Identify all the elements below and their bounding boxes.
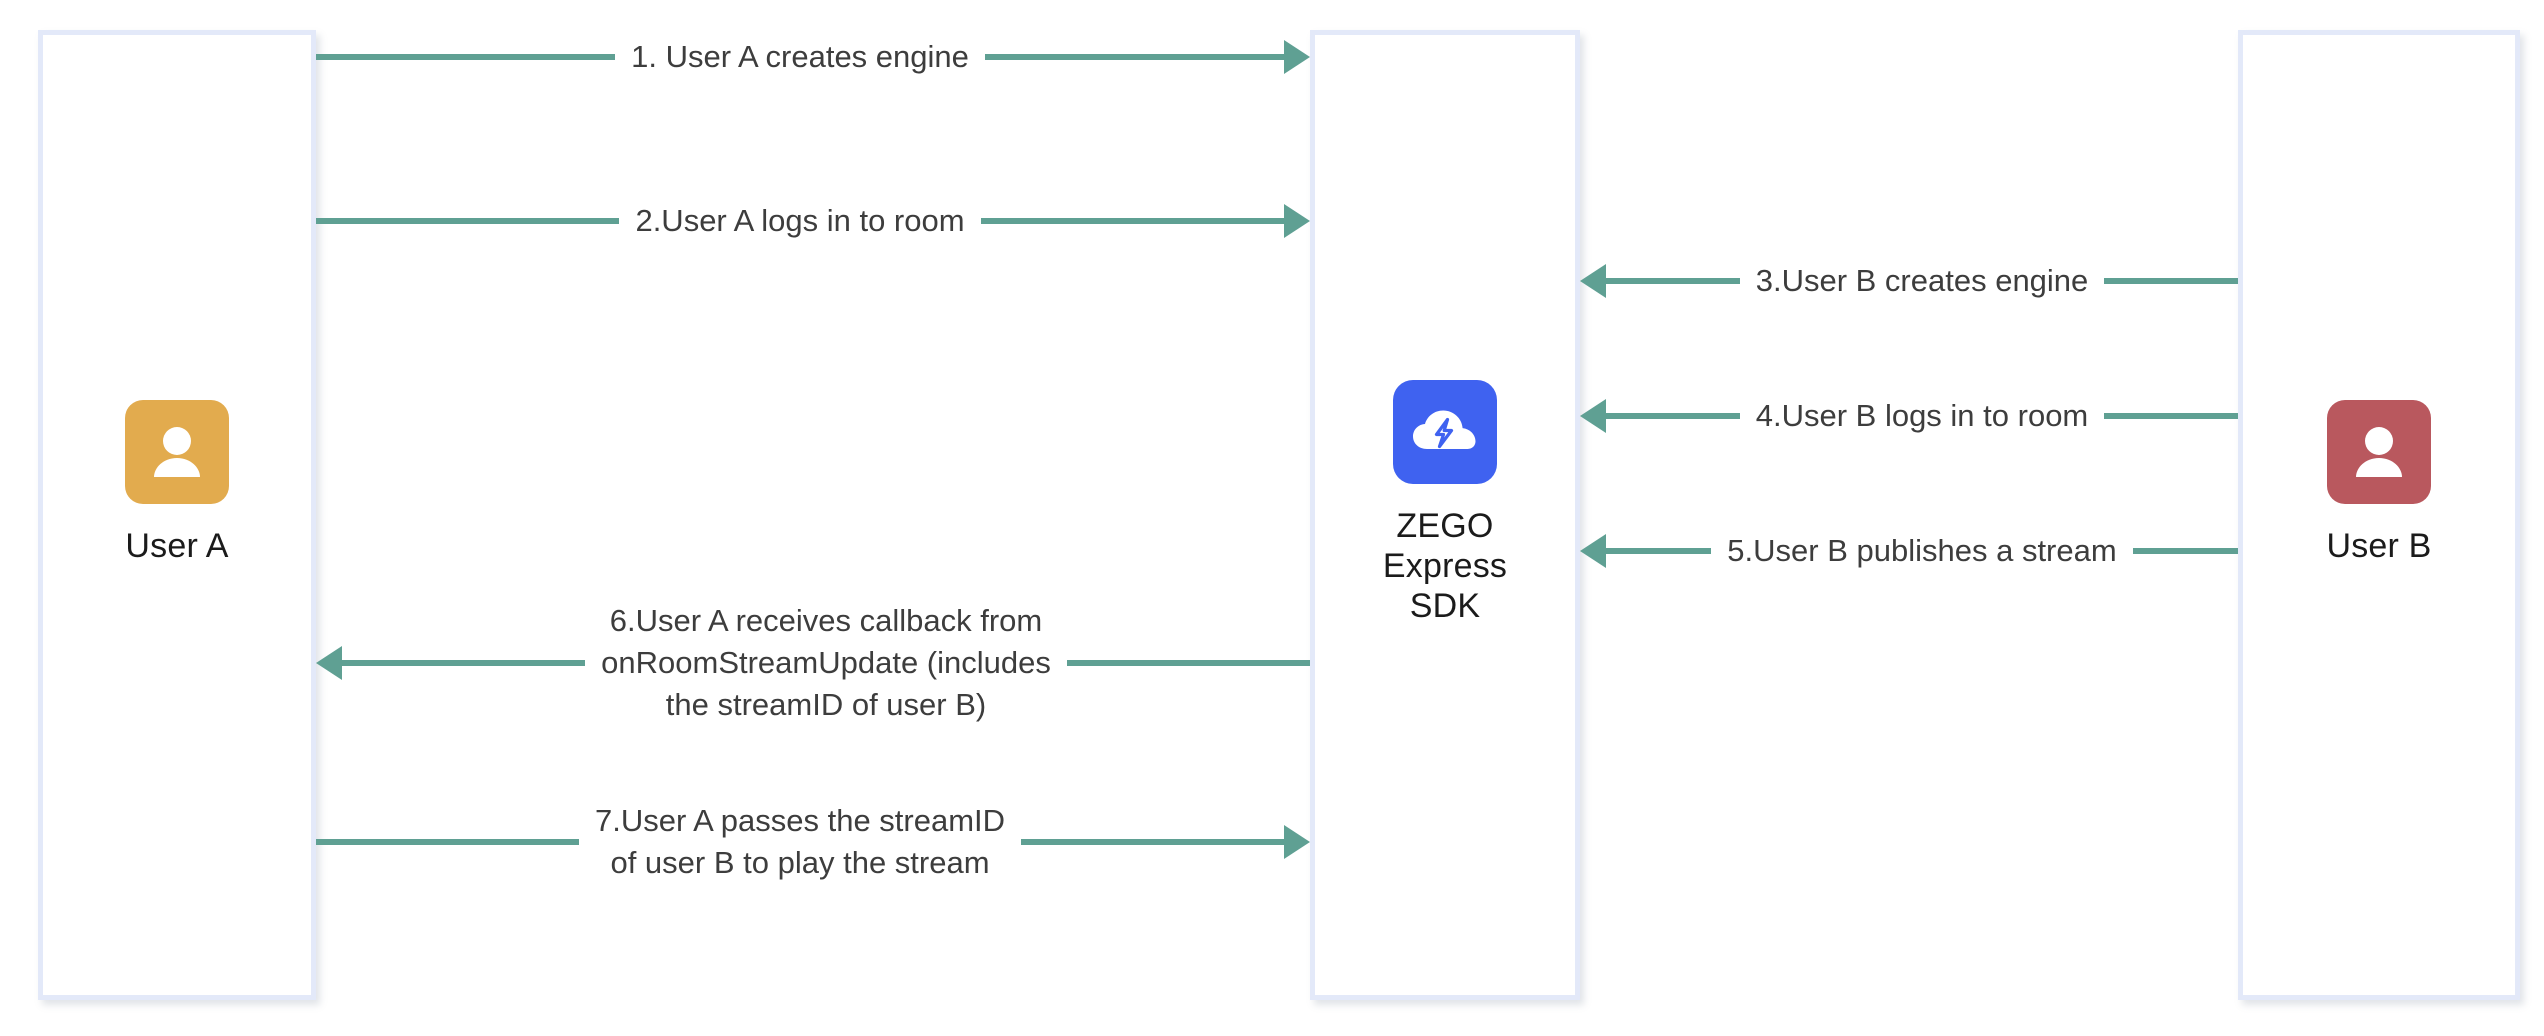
message-arrow-3: 3.User B creates engine bbox=[1580, 260, 2239, 302]
message-arrow-2: 2.User A logs in to room bbox=[316, 200, 1311, 242]
lifeline-box-zego-sdk bbox=[1310, 30, 1580, 1000]
arrowhead-left-icon bbox=[1580, 264, 1606, 298]
actor-zego-sdk: ZEGO Express SDK bbox=[1310, 380, 1580, 626]
message-label-1: 1. User A creates engine bbox=[631, 39, 969, 74]
actor-label-user-a: User A bbox=[125, 527, 229, 565]
arrow-line bbox=[2132, 548, 2238, 554]
arrowhead-left-icon bbox=[316, 646, 342, 680]
arrow-line bbox=[2104, 413, 2238, 419]
arrow-line bbox=[2104, 278, 2239, 284]
arrowhead-right-icon bbox=[1284, 825, 1311, 859]
actor-user-b: User B bbox=[2238, 400, 2520, 566]
lifeline-box-user-b bbox=[2238, 30, 2520, 1000]
zego-cloud-lightning-logo bbox=[1393, 380, 1497, 484]
message-label-5: 5.User B publishes a stream bbox=[1727, 533, 2117, 568]
person-avatar-icon bbox=[2327, 400, 2431, 504]
message-label-3: 3.User B creates engine bbox=[1755, 263, 2089, 298]
arrow-line bbox=[316, 839, 579, 845]
arrow-line bbox=[1021, 839, 1285, 845]
message-arrow-6: 6.User A receives callback from onRoomSt… bbox=[316, 600, 1311, 726]
arrow-line bbox=[1606, 278, 1740, 284]
message-label-6: 6.User A receives callback from onRoomSt… bbox=[601, 603, 1051, 722]
arrowhead-left-icon bbox=[1580, 534, 1606, 568]
lifeline-box-user-a bbox=[38, 30, 316, 1000]
message-arrow-7: 7.User A passes the streamID of user B t… bbox=[316, 800, 1311, 884]
arrowhead-right-icon bbox=[1284, 204, 1311, 238]
arrowhead-right-icon bbox=[1284, 40, 1311, 74]
arrow-line bbox=[1606, 548, 1712, 554]
arrow-line bbox=[342, 660, 586, 666]
arrow-line bbox=[980, 218, 1285, 224]
person-avatar-icon bbox=[125, 400, 229, 504]
message-arrow-5: 5.User B publishes a stream bbox=[1580, 530, 2238, 572]
arrowhead-left-icon bbox=[1580, 399, 1606, 433]
arrow-line bbox=[1606, 413, 1740, 419]
arrow-line bbox=[316, 218, 620, 224]
message-arrow-1: 1. User A creates engine bbox=[316, 36, 1311, 78]
message-label-2: 2.User A logs in to room bbox=[635, 203, 965, 238]
message-label-7: 7.User A passes the streamID of user B t… bbox=[594, 803, 1006, 880]
arrow-line bbox=[984, 54, 1285, 60]
arrow-line bbox=[1066, 660, 1311, 666]
actor-user-a: User A bbox=[38, 400, 316, 566]
message-label-4: 4.User B logs in to room bbox=[1755, 398, 2089, 433]
arrow-line bbox=[316, 54, 616, 60]
message-arrow-4: 4.User B logs in to room bbox=[1580, 395, 2238, 437]
actor-label-user-b: User B bbox=[2326, 527, 2432, 565]
actor-label-zego-sdk: ZEGO Express SDK bbox=[1382, 507, 1508, 625]
